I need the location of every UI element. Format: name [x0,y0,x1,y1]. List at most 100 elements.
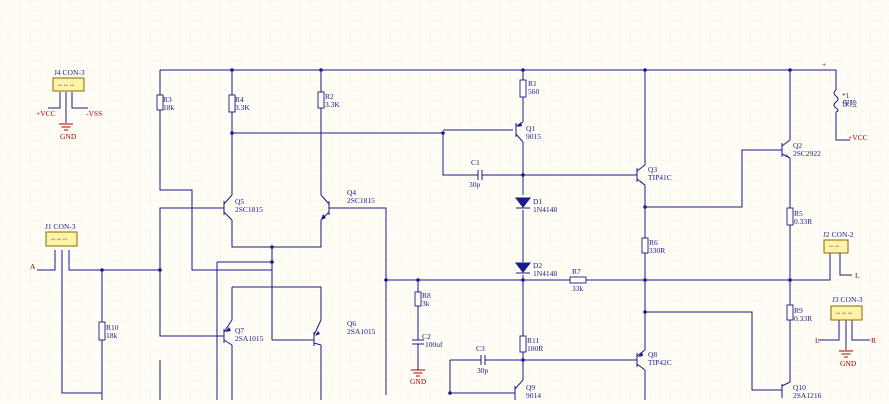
transistor-q1-value: 9015 [526,132,541,141]
resistor-r1-name: R1 [528,79,537,88]
capacitor-c2-value: 100uf [425,340,443,349]
label-j3-l: L [815,336,820,345]
resistor-r11[interactable]: R11 100R [519,335,543,353]
resistor-r7-name: R7 [572,267,581,276]
transistor-q10[interactable]: Q10 2SA1216 [781,381,822,400]
connector-j4-ref: J4 CON-3 [54,68,85,77]
resistor-r9[interactable]: R9 0.33R [786,304,812,323]
ground-icon [411,369,425,377]
connector-j4-pins: ~ ~ ~ [58,81,74,90]
connector-j3[interactable]: J3 CON-3 ~ ~ ~ L R GND [815,295,876,368]
capacitor-c1-value: 30p [469,180,481,189]
connector-j2-ref: J2 CON-2 [823,230,854,239]
resistor-r11-value: 100R [527,344,543,353]
connector-j1-pins: ~ ~ ~ [51,235,67,244]
label-j4-vcc: +VCC [36,109,56,118]
transistor-q3-value: TIP41C [648,173,672,182]
transistor-q7[interactable]: Q7 2SA1015 [222,319,264,346]
capacitor-c3[interactable]: C3 30p [476,344,489,375]
diode-d2[interactable]: D2 1N4148 [514,261,557,278]
ground-icon [839,350,853,358]
label-input-a: A [30,262,36,271]
transistor-q5[interactable]: Q5 2SC1815 [222,194,263,221]
resistor-r10[interactable]: R10 18k [98,321,119,341]
transistor-q9-value: 9014 [526,391,541,400]
transistor-q9[interactable]: Q9 9014 [513,379,541,400]
ground-icon [59,123,73,131]
junctions [100,68,792,395]
transistor-q3-name: Q3 [648,165,657,174]
capacitor-c1[interactable]: C1 30p [469,158,484,189]
resistor-r3[interactable]: R3 18k [156,94,175,112]
transistor-q6-name: Q6 [347,319,356,328]
wires [37,69,870,400]
diode-d1-name: D1 [533,197,542,206]
resistor-r9-name: R9 [794,306,803,315]
label-j3-r: R [871,336,876,345]
transistor-q4[interactable]: Q4 2SC1815 [320,188,375,221]
connector-j4[interactable]: J4 CON-3 ~ ~ ~ +VCC -VSS GND [36,68,102,141]
label-j4-vss: -VSS [86,109,102,118]
resistor-r5[interactable]: R5 0.33R [786,207,812,226]
label-c2-gnd: GND [410,377,427,386]
connector-j3-pins: ~ ~ ~ [836,309,852,318]
diode-d2-name: D2 [533,261,542,270]
transistor-q6[interactable]: Q6 2SA1015 [312,319,376,346]
resistor-r9-value: 0.33R [794,314,812,323]
label-fuse-vcc: +VCC [848,133,868,142]
capacitor-c2[interactable]: C2 100uf GND [410,332,443,386]
capacitor-c2-name: C2 [422,332,431,341]
resistor-r1[interactable]: R1 560 [519,79,540,98]
connector-j1-ref: J1 CON-3 [45,222,76,231]
capacitor-c3-value: 30p [477,366,489,375]
capacitor-c1-name: C1 [471,158,480,167]
resistor-r6-name: R6 [649,238,658,247]
resistor-r6[interactable]: R6 330R [641,237,665,255]
connector-j1[interactable]: J1 CON-3 ~ ~ ~ A [30,222,78,271]
resistor-r8-value: 3k [422,299,430,308]
transistor-q7-value: 2SA1015 [235,334,264,343]
transistor-q10-name: Q10 [793,383,806,392]
resistor-r4-value: 3.3K [235,103,250,112]
fuse-name: *1 [842,91,850,100]
resistor-r11-name: R11 [527,336,539,345]
resistor-r2[interactable]: R2 3.3K [317,91,340,109]
resistor-r2-value: 3.3K [325,100,340,109]
fuse-f1[interactable]: *1 保险 [833,89,857,113]
resistor-r7[interactable]: R7 33k [569,267,587,293]
diode-d1[interactable]: D1 1N4148 [514,197,557,214]
transistor-q2[interactable]: Q2 2SC2922 [781,139,821,159]
transistor-q5-value: 2SC1815 [235,205,263,214]
transistor-q1-name: Q1 [526,124,535,133]
transistor-q7-name: Q7 [235,326,244,335]
transistor-q8-value: TIP42C [648,358,672,367]
resistor-r4-name: R4 [235,95,244,104]
transistor-q1[interactable]: Q1 9015 [515,121,541,143]
transistor-q3[interactable]: Q3 TIP41C [630,164,672,186]
resistor-r3-value: 18k [163,103,175,112]
resistor-r6-value: 330R [649,246,665,255]
resistor-r5-name: R5 [794,209,803,218]
diode-d1-value: 1N4148 [533,205,557,214]
transistor-q10-value: 2SA1216 [793,391,822,400]
transistor-q6-value: 2SA1015 [347,327,376,336]
resistor-r8[interactable]: R8 3k [414,291,431,308]
transistor-q8[interactable]: Q8 TIP42C [630,349,672,371]
resistor-r5-value: 0.33R [794,217,812,226]
label-plus-rail: + [822,60,826,69]
label-output-l: L [855,271,860,280]
diode-d2-value: 1N4148 [533,269,557,278]
resistor-r4[interactable]: R4 3.3K [228,94,250,113]
connector-j2[interactable]: J2 CON-2 ~ ~ L [823,230,860,280]
connector-j3-ref: J3 CON-3 [832,295,863,304]
capacitor-c3-name: C3 [476,344,485,353]
transistor-q4-name: Q4 [347,188,356,197]
fuse-value: 保险 [842,98,857,108]
resistor-r1-value: 560 [528,87,540,96]
label-j4-gnd: GND [60,132,77,141]
connector-j2-pins: ~ ~ [829,242,839,251]
resistor-r8-name: R8 [422,291,431,300]
resistor-r10-name: R10 [106,323,119,332]
